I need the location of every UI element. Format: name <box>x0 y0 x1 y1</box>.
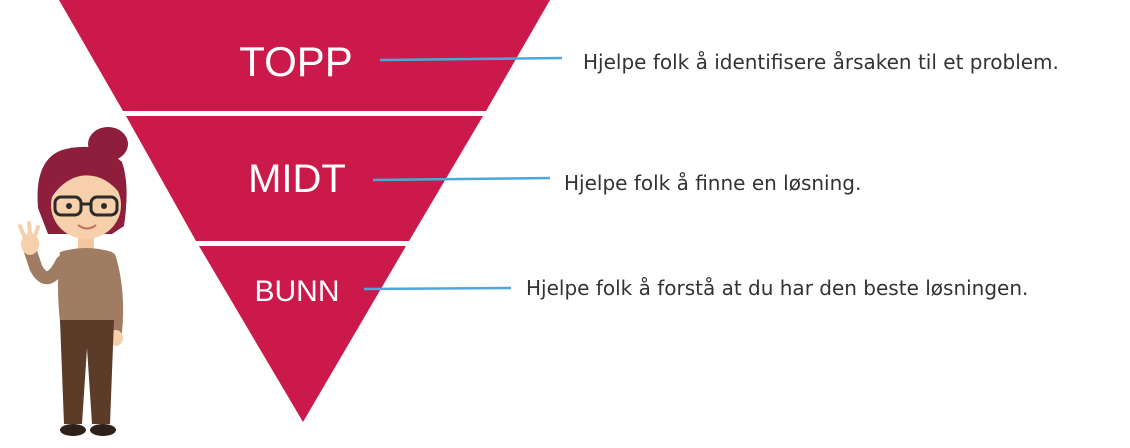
connector-line-bottom <box>363 286 512 291</box>
funnel-label-middle: MIDT <box>248 157 346 201</box>
funnel-level-middle <box>126 116 483 241</box>
connector-line-middle <box>372 176 551 182</box>
funnel-label-bottom: BUNN <box>254 275 339 308</box>
description-top: Hjelpe folk å identifisere årsaken til e… <box>583 50 1059 74</box>
funnel-level-top <box>59 0 550 111</box>
funnel-level-bottom <box>199 246 406 422</box>
description-middle: Hjelpe folk å finne en løsning. <box>564 171 862 195</box>
connector-line-top <box>379 56 563 62</box>
woman-waving-icon <box>18 127 128 436</box>
description-bottom: Hjelpe folk å forstå at du har den beste… <box>526 276 1029 300</box>
funnel-label-top: TOPP <box>239 38 353 85</box>
